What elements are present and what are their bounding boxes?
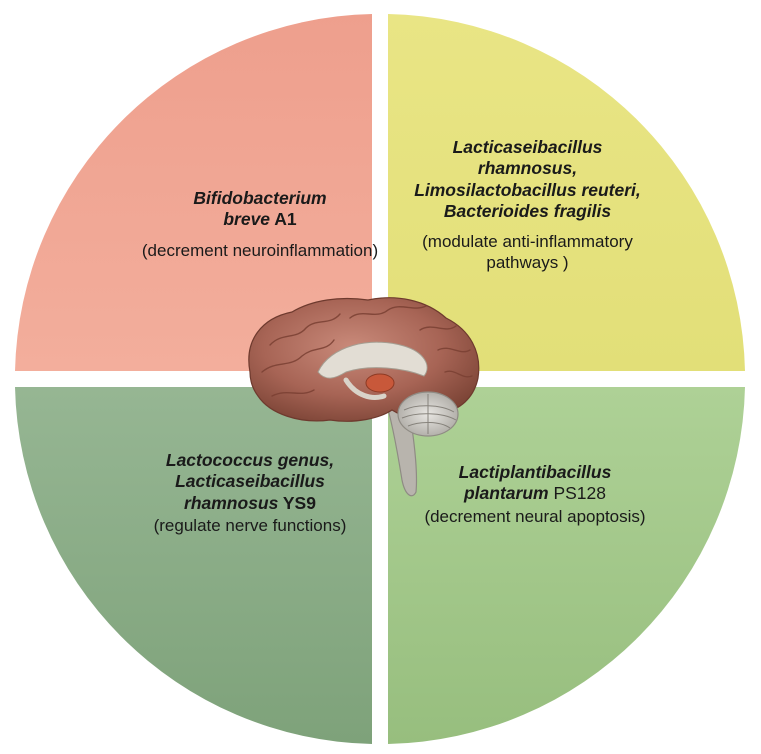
quadrant-top-right [388, 14, 745, 371]
effect-bottom-left: (regulate nerve functions) [153, 516, 347, 536]
strain-code: A1 [270, 209, 297, 230]
quadrant-top-left [15, 14, 372, 371]
label-top-right: Lacticaseibacillus rhamnosus, Limosilact… [405, 137, 650, 274]
species-top-right: Lacticaseibacillus rhamnosus, Limosilact… [405, 137, 650, 222]
species-name: Lactococcus genus, Lacticaseibacillus rh… [165, 450, 335, 513]
label-top-left: Bifidobacterium breve A1 (decrement neur… [140, 188, 380, 261]
strain-code: PS128 [548, 483, 606, 504]
label-bottom-right: Lactiplantibacillus plantarum PS128 (dec… [420, 462, 650, 527]
species-name: breve [223, 209, 271, 230]
species-name: Bifidobacterium [193, 188, 327, 208]
species-name: Lactiplantibacillus plantarum [458, 462, 612, 504]
label-bottom-left: Lactococcus genus, Lacticaseibacillus rh… [130, 450, 370, 537]
species-bottom-left: Lactococcus genus, Lacticaseibacillus rh… [130, 450, 370, 514]
quadrant-bottom-right [388, 387, 745, 744]
effect-top-left: (decrement neuroinflammation) [141, 240, 379, 260]
species-top-left: Bifidobacterium breve A1 [140, 188, 380, 231]
species-name: Lacticaseibacillus rhamnosus, Limosilact… [414, 137, 641, 222]
effect-bottom-right: (decrement neural apoptosis) [424, 506, 646, 526]
strain-code: YS9 [278, 492, 316, 513]
species-bottom-right: Lactiplantibacillus plantarum PS128 [420, 462, 650, 505]
quadrant-bottom-left [15, 387, 372, 744]
effect-top-right: (modulate anti-inflammatory pathways ) [422, 232, 633, 273]
brain-icon [248, 297, 480, 497]
